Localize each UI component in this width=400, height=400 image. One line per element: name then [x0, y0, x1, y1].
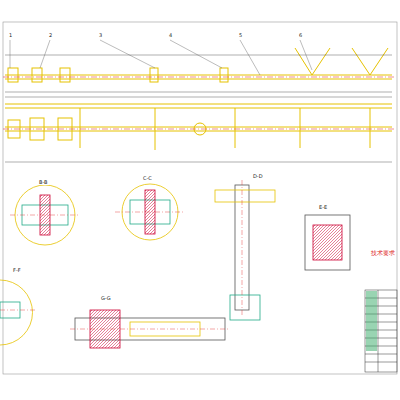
section-label: B-B — [38, 180, 49, 185]
section-label: G-G — [100, 296, 112, 301]
section-label: D-D — [252, 174, 264, 179]
callout-number: 3 — [98, 33, 103, 38]
callout-number: 1 — [8, 33, 13, 38]
callout-number: 2 — [48, 33, 53, 38]
callout-number: 4 — [168, 33, 173, 38]
section-label: C-C — [142, 176, 153, 181]
callout-number: 5 — [238, 33, 243, 38]
section-label: F-F — [12, 268, 22, 273]
section-label: E-E — [318, 205, 328, 210]
callout-number: 6 — [298, 33, 303, 38]
note-heading: 技术要求 — [370, 250, 396, 256]
